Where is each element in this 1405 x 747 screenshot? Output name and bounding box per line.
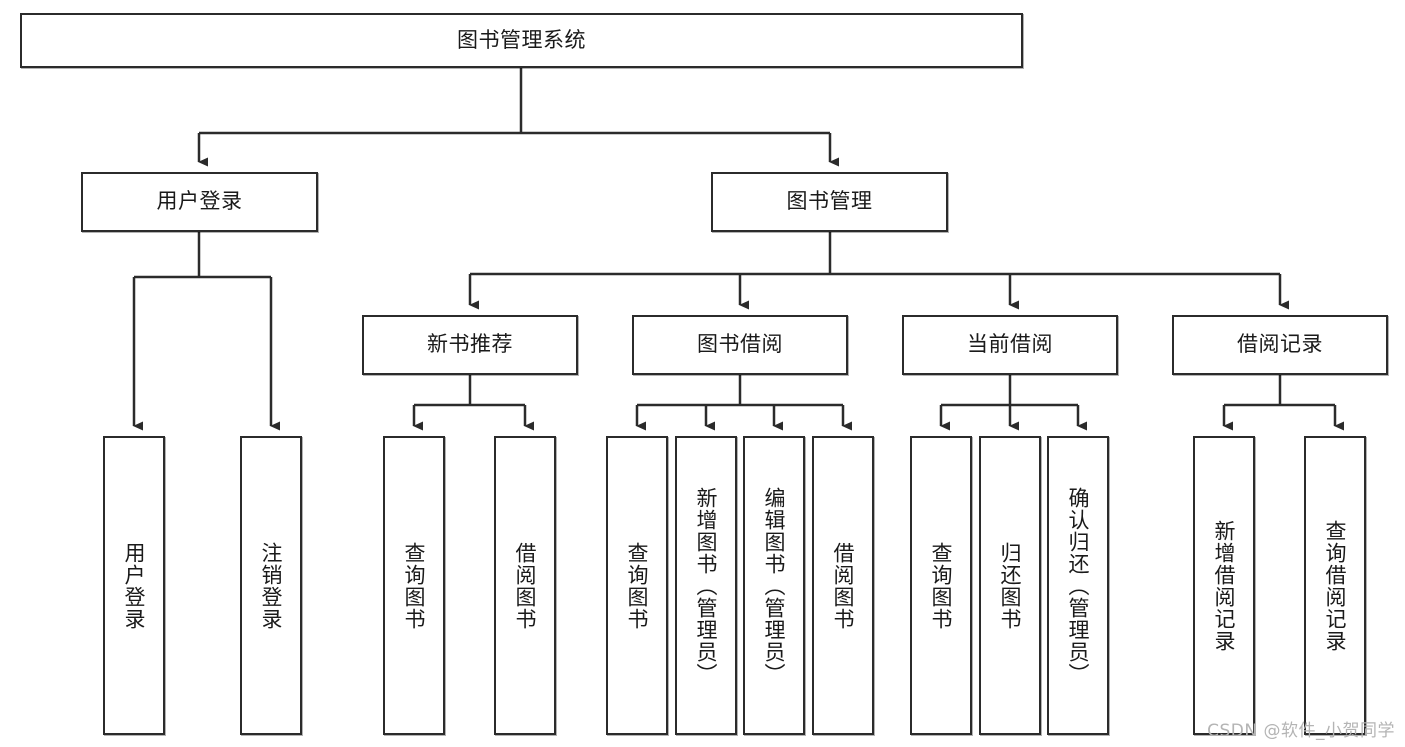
node-root-system[interactable]: 图书管理系统 — [20, 13, 1023, 68]
node-leaf-query-book-2-label: 查询图书 — [625, 541, 650, 630]
node-leaf-confirm-return-label: 确认归还（管理员） — [1066, 486, 1091, 685]
node-book-borrow-label: 图书借阅 — [697, 332, 783, 357]
node-leaf-return-book-label: 归还图书 — [998, 541, 1023, 630]
node-leaf-logout-label: 注销登录 — [259, 541, 284, 630]
node-leaf-logout[interactable]: 注销登录 — [240, 436, 302, 735]
node-leaf-add-book[interactable]: 新增图书（管理员） — [675, 436, 737, 735]
node-book-manage-label: 图书管理 — [786, 189, 873, 214]
node-leaf-borrow-book-2[interactable]: 借阅图书 — [812, 436, 874, 735]
node-leaf-borrow-book-1[interactable]: 借阅图书 — [494, 436, 556, 735]
node-leaf-query-record[interactable]: 查询借阅记录 — [1304, 436, 1366, 735]
node-leaf-borrow-book-2-label: 借阅图书 — [831, 541, 856, 630]
node-book-manage[interactable]: 图书管理 — [711, 172, 948, 232]
node-borrow-record[interactable]: 借阅记录 — [1172, 315, 1388, 375]
node-user-login-label: 用户登录 — [156, 189, 243, 214]
node-leaf-edit-book-label: 编辑图书（管理员） — [762, 486, 787, 685]
node-leaf-add-record[interactable]: 新增借阅记录 — [1193, 436, 1255, 735]
node-user-login[interactable]: 用户登录 — [81, 172, 318, 232]
node-leaf-query-book-1-label: 查询图书 — [402, 541, 427, 630]
node-current-borrow[interactable]: 当前借阅 — [902, 315, 1118, 375]
node-current-borrow-label: 当前借阅 — [967, 332, 1053, 357]
node-leaf-edit-book[interactable]: 编辑图书（管理员） — [743, 436, 805, 735]
node-leaf-user-login-label: 用户登录 — [122, 541, 147, 630]
node-leaf-query-book-3-label: 查询图书 — [929, 541, 954, 630]
node-leaf-user-login[interactable]: 用户登录 — [103, 436, 165, 735]
node-leaf-return-book[interactable]: 归还图书 — [979, 436, 1041, 735]
node-leaf-query-book-3[interactable]: 查询图书 — [910, 436, 972, 735]
node-new-book-recommend[interactable]: 新书推荐 — [362, 315, 578, 375]
node-book-borrow[interactable]: 图书借阅 — [632, 315, 848, 375]
node-leaf-add-record-label: 新增借阅记录 — [1212, 519, 1237, 652]
csdn-watermark: CSDN @软件_小贺同学 — [1207, 721, 1395, 741]
node-leaf-query-record-label: 查询借阅记录 — [1323, 519, 1348, 652]
node-leaf-confirm-return[interactable]: 确认归还（管理员） — [1047, 436, 1109, 735]
node-root-system-label: 图书管理系统 — [457, 27, 586, 52]
node-leaf-query-book-2[interactable]: 查询图书 — [606, 436, 668, 735]
node-leaf-borrow-book-1-label: 借阅图书 — [513, 541, 538, 630]
node-new-book-recommend-label: 新书推荐 — [427, 332, 513, 357]
node-borrow-record-label: 借阅记录 — [1237, 332, 1323, 357]
node-leaf-add-book-label: 新增图书（管理员） — [694, 486, 719, 685]
node-leaf-query-book-1[interactable]: 查询图书 — [383, 436, 445, 735]
